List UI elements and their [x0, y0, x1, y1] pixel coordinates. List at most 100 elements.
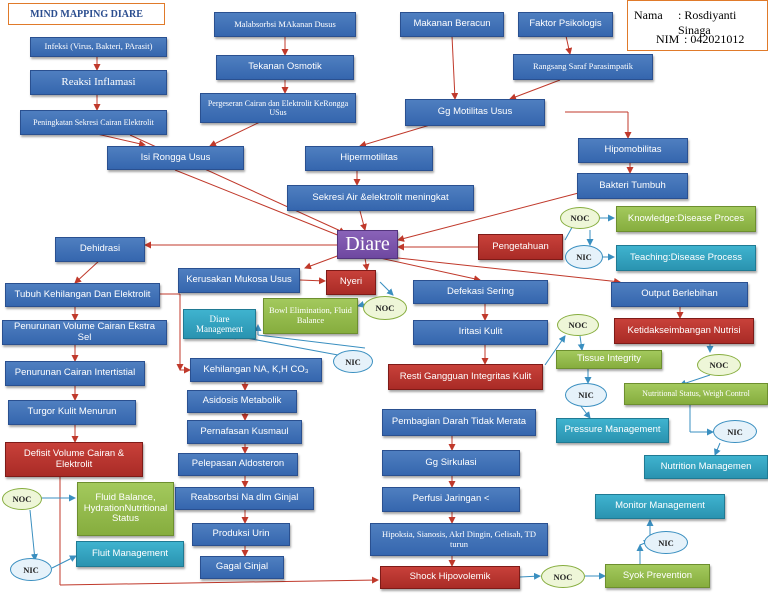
node-knowledge: Knowledge:Disease Proces	[616, 206, 756, 232]
diagram-title: MIND MAPPING DIARE	[8, 3, 165, 25]
node-gg-motilitas-label: Gg Motilitas Usus	[437, 106, 513, 118]
node-fluid-balance-label: Fluid Balance, HydrationNutritional Stat…	[83, 491, 168, 525]
nic-label: NIC	[345, 356, 361, 367]
node-isi-rongga-usus: Isi Rongga Usus	[107, 146, 244, 170]
node-nutrition-management-label: Nutrition Managemen	[660, 460, 752, 472]
node-bowl-label: Bowl Elimination, Fluid Balance	[269, 305, 352, 325]
node-pergeseran-label: Pergeseran Cairan dan Elektrolit KeRongg…	[207, 98, 349, 117]
author-box: Nama : Rosdiyanti Sinaga NIM : 042021012	[627, 0, 768, 51]
node-gg-motilitas: Gg Motilitas Usus	[405, 99, 545, 126]
nim-label: NIM	[656, 32, 680, 46]
node-bakteri-label: Bakteri Tumbuh	[599, 179, 666, 191]
node-tissue-integrity: Tissue Integrity	[556, 350, 662, 369]
node-shock-label: Shock Hipovolemik	[409, 571, 491, 583]
node-monitor-label: Monitor Management	[615, 500, 705, 512]
noc-label: NOC	[570, 213, 590, 223]
node-knowledge-label: Knowledge:Disease Proces	[627, 212, 745, 224]
node-ketidakseimbangan: Ketidakseimbangan Nutrisi	[614, 318, 754, 344]
nic-resti: NIC	[565, 383, 607, 407]
node-reaksi-inflamasi: Reaksi Inflamasi	[30, 70, 167, 95]
node-syok-prevention: Syok Prevention	[605, 564, 710, 588]
node-penurunan-volume-label: Penurunan Volume Cairan Ekstra Sel	[14, 320, 155, 343]
node-tissue-label: Tissue Integrity	[576, 353, 642, 365]
node-pressure-management: Pressure Management	[556, 418, 669, 443]
node-hipomobilitas: Hipomobilitas	[578, 138, 688, 163]
node-peningkatan-label: Peningkatan Sekresi Cairan Elektrolit	[33, 117, 154, 127]
node-fluid-balance: Fluid Balance, HydrationNutritional Stat…	[77, 482, 174, 536]
noc-label: NOC	[568, 320, 588, 330]
node-fluit-management-label: Fluit Management	[91, 547, 169, 559]
node-syok-label: Syok Prevention	[622, 569, 693, 581]
node-defekasi: Defekasi Sering	[413, 280, 548, 304]
node-sekresi-air: Sekresi Air &elektrolit meningkat	[287, 185, 474, 211]
node-reabsorbsi-label: Reabsorbsi Na dlm Ginjal	[190, 492, 299, 504]
node-pressure-label: Pressure Management	[564, 424, 661, 436]
node-tekanan-osmotik: Tekanan Osmotik	[216, 55, 354, 80]
node-pembagian-label: Pembagian Darah Tidak Merata	[391, 416, 527, 428]
node-defisit-label: Defisit Volume Cairan & Elektrolit	[23, 447, 125, 470]
node-fluit-management: Fluit Management	[76, 541, 184, 567]
noc-defisit: NOC	[2, 488, 42, 510]
node-reabsorbsi: Reabsorbsi Na dlm Ginjal	[175, 487, 314, 510]
node-nyeri-label: Nyeri	[339, 276, 363, 288]
node-nutritional-label: Nutritional Status, Weigh Control	[642, 389, 750, 399]
node-output-label: Output Berlebihan	[641, 288, 718, 300]
nic-label: NIC	[727, 426, 743, 437]
node-hipomobilitas-label: Hipomobilitas	[604, 144, 662, 156]
node-pembagian-darah: Pembagian Darah Tidak Merata	[382, 409, 536, 436]
node-malabsorbsi-label: Malabsorbsi MAkanan Dusus	[234, 18, 336, 29]
node-penurunan-intertistial: Penurunan Cairan Intertistial	[5, 361, 145, 386]
node-makanan-label: Makanan Beracun	[413, 18, 491, 30]
nic-label: NIC	[576, 252, 592, 262]
node-pengetahuan: Pengetahuan	[478, 234, 563, 260]
node-perfusi-label: Perfusi Jaringan <	[412, 493, 490, 505]
node-hipermotilitas-label: Hipermotilitas	[340, 152, 398, 164]
node-penurunan-volume: Penurunan Volume Cairan Ekstra Sel	[2, 320, 167, 345]
node-resti: Resti Gangguan Integritas Kulit	[388, 364, 543, 390]
node-resti-label: Resti Gangguan Integritas Kulit	[399, 370, 532, 382]
noc-label: NOC	[375, 303, 395, 313]
node-pernafasan-label: Pernafasan Kusmaul	[200, 425, 289, 437]
node-nutrition-management: Nutrition Managemen	[644, 455, 768, 479]
node-gagal-ginjal: Gagal Ginjal	[200, 556, 284, 579]
nic-label: NIC	[658, 537, 674, 548]
name-label: Nama	[634, 8, 663, 22]
noc-label: NOC	[12, 494, 32, 504]
node-tubuh-label: Tubuh Kehilangan Dan Elektrolit	[14, 288, 151, 300]
name-value: : Rosdiyanti Sinaga	[678, 8, 737, 37]
noc-nutrisi: NOC	[697, 354, 741, 376]
node-diare: Diare	[337, 230, 398, 259]
node-hipoksia-label: Hipoksia, Sianosis, Akrl Dingin, Gelisah…	[381, 528, 537, 549]
node-hipermotilitas: Hipermotilitas	[305, 146, 433, 171]
node-defekasi-label: Defekasi Sering	[446, 285, 515, 297]
node-asidosis: Asidosis Metabolik	[187, 390, 297, 413]
node-pengetahuan-label: Pengetahuan	[492, 240, 549, 252]
node-rangsang-saraf: Rangsang Saraf Parasimpatik	[513, 54, 653, 80]
node-infeksi-label: Infeksi (Virus, Bakteri, PArasit)	[44, 41, 153, 52]
noc-nyeri: NOC	[363, 296, 407, 320]
node-peningkatan-sekresi: Peningkatan Sekresi Cairan Elektrolit	[20, 110, 167, 135]
nic-nyeri: NIC	[333, 350, 373, 373]
node-faktor-psikologis: Faktor Psikologis	[518, 12, 613, 37]
node-teaching: Teaching:Disease Process	[616, 245, 756, 271]
node-reaksi-label: Reaksi Inflamasi	[61, 76, 136, 89]
noc-shock: NOC	[541, 565, 585, 588]
node-tubuh-kehilangan: Tubuh Kehilangan Dan Elektrolit	[5, 283, 160, 307]
diagram-title-text: MIND MAPPING DIARE	[30, 8, 143, 20]
nic-label: NIC	[578, 390, 594, 400]
node-makanan-beracun: Makanan Beracun	[400, 12, 504, 37]
node-ketidakseimbangan-label: Ketidakseimbangan Nutrisi	[627, 324, 741, 336]
noc-label: NOC	[709, 360, 729, 370]
node-diare-label: Diare	[345, 233, 390, 255]
node-hipoksia: Hipoksia, Sianosis, Akrl Dingin, Gelisah…	[370, 523, 548, 556]
node-nutritional-status: Nutritional Status, Weigh Control	[624, 383, 768, 405]
node-monitor-management: Monitor Management	[595, 494, 725, 519]
node-kehilangan-na-label: Kehilangan NA, K,H CO₃	[203, 363, 309, 375]
nic-defisit: NIC	[10, 558, 52, 581]
node-defisit-volume: Defisit Volume Cairan & Elektrolit	[5, 442, 143, 477]
node-kerusakan-mukosa: Kerusakan Mukosa Usus	[178, 268, 300, 293]
noc-label: NOC	[553, 571, 573, 582]
nic-shock: NIC	[644, 531, 688, 554]
node-perfusi-jaringan: Perfusi Jaringan <	[382, 487, 520, 512]
node-gagal-label: Gagal Ginjal	[215, 561, 269, 573]
